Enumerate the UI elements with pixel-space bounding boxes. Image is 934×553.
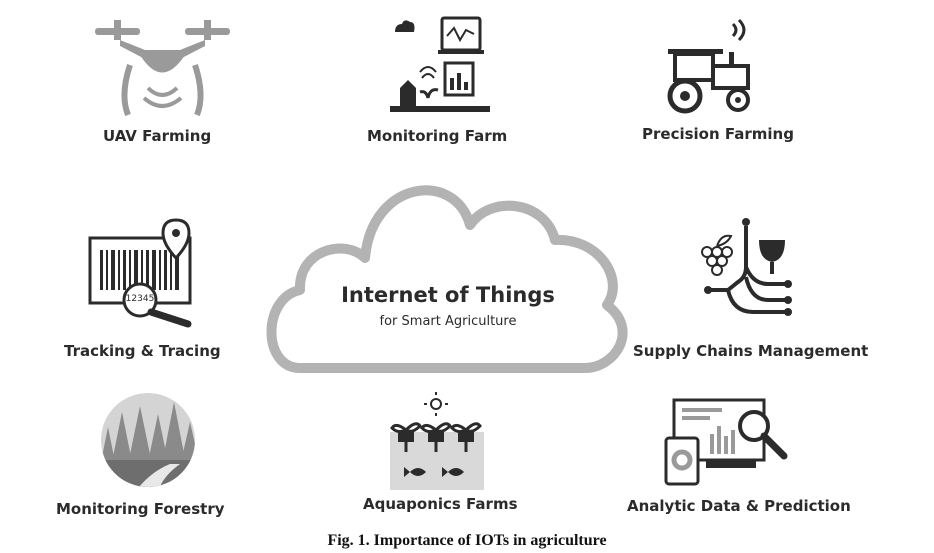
aquaponics-icon	[390, 392, 484, 490]
analytics-icon	[664, 398, 788, 486]
analytic-data-label: Analytic Data & Prediction	[627, 497, 851, 515]
figure-caption: Fig. 1. Importance of IOTs in agricultur…	[327, 532, 607, 549]
drone-icon	[95, 20, 230, 117]
center-title: Internet of Things	[341, 283, 555, 307]
center-subtitle: for Smart Agriculture	[379, 314, 517, 329]
supply-chain-icon	[701, 218, 792, 316]
precision-farming-label: Precision Farming	[642, 125, 794, 143]
aquaponics-farms-label: Aquaponics Farms	[363, 495, 518, 513]
forest-icon	[101, 393, 195, 487]
monitoring-farm-icon	[390, 16, 490, 112]
supply-chains-label: Supply Chains Management	[633, 342, 869, 360]
barcode-icon	[88, 218, 192, 328]
monitoring-farm-label: Monitoring Farm	[367, 127, 508, 145]
uav-farming-label: UAV Farming	[103, 127, 212, 145]
monitoring-forestry-label: Monitoring Forestry	[56, 500, 225, 518]
tractor-icon	[667, 18, 750, 114]
tracking-tracing-label: Tracking & Tracing	[64, 342, 221, 360]
barcode-number: 12345	[125, 294, 155, 304]
